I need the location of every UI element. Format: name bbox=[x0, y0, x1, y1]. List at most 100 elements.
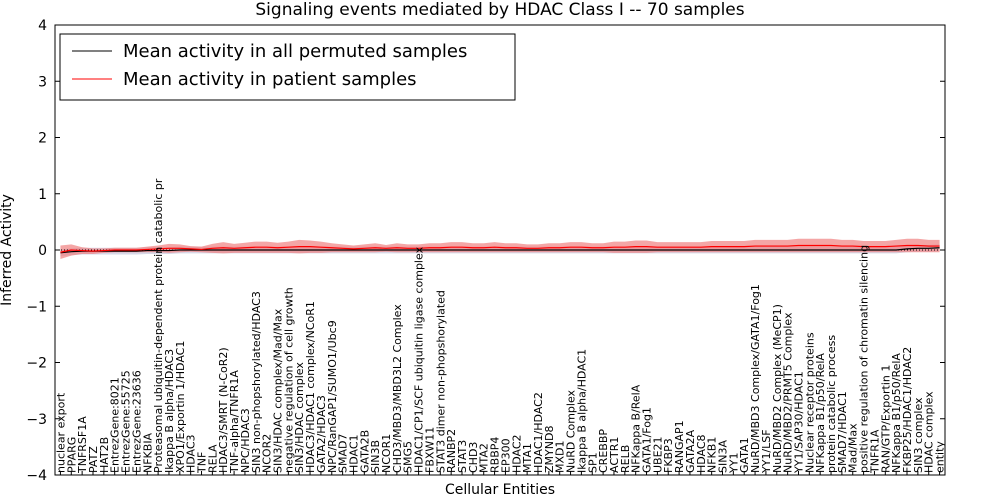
x-tick-label: SMG5 bbox=[402, 441, 415, 473]
x-tick-label: protein catabolic process bbox=[825, 335, 838, 473]
y-tick-label: 1 bbox=[38, 187, 47, 203]
x-tick-label: MTA2 bbox=[478, 443, 491, 473]
x-tick-label: SIN3 non-phopshorylated/HDAC3 bbox=[250, 291, 263, 473]
x-tick-label: CREBBP bbox=[597, 429, 610, 473]
x-tick-label: HDAC3 bbox=[185, 434, 198, 473]
x-tick-label: FKBP25/HDAC1/HDAC2 bbox=[901, 347, 914, 473]
x-tick-label: FKBP3 bbox=[662, 438, 675, 473]
x-tick-label: HDAC complex bbox=[923, 391, 936, 473]
patient-band bbox=[60, 238, 940, 259]
x-tick-label: HDAC1 bbox=[347, 434, 360, 473]
x-tick-label: YY1 bbox=[727, 453, 740, 474]
x-tick-label: RELB bbox=[619, 445, 632, 473]
x-axis: nuclear exportPPARGTNFRSF1APATZHAT2BEntr… bbox=[54, 178, 947, 475]
y-tick-label: −4 bbox=[26, 468, 47, 484]
x-tick-label: PPARG bbox=[65, 437, 78, 473]
x-tick-label: NuRD/MBD3 Complex/GATA1/Fog1 bbox=[749, 284, 762, 473]
x-tick-label: EntrezGene:23636 bbox=[130, 370, 143, 473]
x-tick-label: CHD3 bbox=[467, 442, 480, 473]
x-tick-label: TNFRSF1A bbox=[76, 416, 89, 474]
chart-title: Signaling events mediated by HDAC Class … bbox=[255, 0, 744, 20]
x-tick-label: FBXW11 bbox=[423, 427, 436, 473]
x-tick-label: MXD1 bbox=[554, 441, 567, 474]
x-tick-label: GATA1/Fog1 bbox=[641, 407, 654, 473]
x-tick-label: RANBP2 bbox=[445, 429, 458, 473]
x-tick-label: STAT3 dimer non-phopshorylated bbox=[434, 290, 447, 473]
x-tick-label: NFKappa B1/p50/RelA bbox=[890, 353, 903, 473]
x-tick-label: RANGAP1 bbox=[673, 420, 686, 473]
x-tick-label: UBE21 bbox=[651, 436, 664, 473]
y-tick-label: 3 bbox=[38, 74, 47, 90]
x-tick-label: PATZ bbox=[87, 446, 100, 473]
x-tick-label: HDAC3/SMRT (N-CoR2) bbox=[217, 347, 230, 473]
x-tick-label: EntrezGene:55725 bbox=[120, 370, 133, 473]
legend-box bbox=[59, 33, 516, 101]
x-tick-label: MTA1 bbox=[521, 443, 534, 473]
x-tick-label: SIN3 complex bbox=[912, 397, 925, 473]
y-tick-label: −2 bbox=[26, 356, 47, 372]
legend-label-patient: Mean activity in patient samples bbox=[123, 69, 417, 90]
permuted-series-line bbox=[60, 247, 940, 254]
patient-series-line bbox=[60, 244, 940, 253]
legend: Mean activity in all permuted samples Me… bbox=[59, 33, 516, 101]
x-tick-label: Nuclear receptor proteins bbox=[803, 332, 816, 473]
x-tick-label: Ikappa B alpha/HDAC3 bbox=[163, 349, 176, 473]
x-tick-label: ZMYND8 bbox=[543, 426, 556, 473]
y-tick-label: 4 bbox=[38, 18, 47, 34]
x-tick-label: NFKBIA bbox=[141, 432, 154, 473]
x-tick-label: TNF bbox=[196, 452, 209, 474]
x-tick-label: entity bbox=[934, 441, 947, 473]
y-tick-label: 0 bbox=[38, 243, 47, 259]
y-tick-label: −3 bbox=[26, 412, 47, 428]
x-tick-label: CHD3/MBD3/MBD3L2 Complex bbox=[391, 304, 404, 473]
x-tick-label: XPO1/Exportin 1/HDAC1 bbox=[174, 341, 187, 473]
x-tick-label: Ikappa B alpha/HDAC1 bbox=[575, 349, 588, 473]
x-tick-label: HDAC3/HDAC1 complex/NCoR1 bbox=[304, 301, 317, 473]
x-tick-label: HDAC1/CP1/SCF ubiquitin ligase complex bbox=[413, 246, 426, 473]
y-tick-label: −1 bbox=[26, 299, 47, 315]
x-tick-label: SMAD7 bbox=[337, 434, 350, 473]
y-axis-title: Inferred Activity bbox=[0, 194, 15, 306]
x-tick-label: GATA2A bbox=[684, 429, 697, 473]
x-tick-label: GATA1 bbox=[738, 437, 751, 473]
x-tick-label: YY1/SAP30/HDAC1 bbox=[792, 371, 805, 474]
x-tick-label: RELA bbox=[206, 444, 219, 473]
x-tick-label: TNFR1A bbox=[868, 429, 881, 474]
y-tick-label: 2 bbox=[38, 131, 47, 147]
x-tick-label: Proteasomal ubiquitin-dependent protein … bbox=[152, 178, 165, 473]
x-tick-label: SIN3/HDAC complex bbox=[293, 362, 306, 473]
x-tick-label: NuRD/MBD2 Complex (MeCP1) bbox=[771, 304, 784, 473]
x-tick-label: HAT2B bbox=[98, 437, 111, 473]
x-tick-label: HDAC2 bbox=[510, 434, 523, 473]
x-tick-label: NCOR2 bbox=[261, 434, 274, 473]
x-tick-label: HDAC1/HDAC2 bbox=[532, 392, 545, 473]
x-tick-label: SP1 bbox=[586, 452, 599, 473]
x-tick-label: SIN3B bbox=[369, 440, 382, 473]
x-tick-label: STAT3 bbox=[456, 440, 469, 473]
x-tick-label: TNF-alpha/TNFR1A bbox=[228, 370, 241, 474]
x-tick-label: NuRD Complex bbox=[565, 389, 578, 473]
x-tick-label: SIN3A bbox=[717, 440, 730, 473]
x-tick-label: NuRD/MBD2/PRMT5 Complex bbox=[782, 312, 795, 473]
y-axis: −4 −3 −2 −1 0 1 2 3 4 bbox=[26, 18, 945, 484]
x-tick-label: SMAD7/HDAC1 bbox=[836, 391, 849, 473]
x-tick-label: EP300 bbox=[499, 438, 512, 473]
x-tick-label: Mad/Max bbox=[847, 423, 860, 473]
x-tick-label: HDAC8 bbox=[695, 434, 708, 473]
x-tick-label: positive regulation of chromatin silenci… bbox=[858, 245, 871, 473]
x-tick-label: NFKappa B1/p50/RelA bbox=[814, 353, 827, 473]
x-tick-label: SIN3/HDAC complex/Mad/Max bbox=[272, 308, 285, 473]
x-tick-label: GATA2/HDAC3 bbox=[315, 395, 328, 473]
x-tick-label: EntrezGene:8021 bbox=[109, 377, 122, 473]
x-tick-label: GATA2B bbox=[358, 430, 371, 473]
x-tick-label: RAN/GTP/Exportin 1 bbox=[879, 365, 892, 473]
x-tick-label: YY1/LSF bbox=[760, 429, 773, 474]
x-tick-label: NCOR1 bbox=[380, 434, 393, 473]
x-tick-label: NPC/HDAC3 bbox=[239, 408, 252, 473]
x-tick-label: nuclear export bbox=[54, 392, 67, 473]
x-tick-label: NFKappa B/RelA bbox=[630, 384, 643, 473]
x-tick-label: ACTR1 bbox=[608, 437, 621, 473]
legend-label-permuted: Mean activity in all permuted samples bbox=[123, 41, 467, 62]
x-tick-label: NFKB1 bbox=[706, 437, 719, 473]
